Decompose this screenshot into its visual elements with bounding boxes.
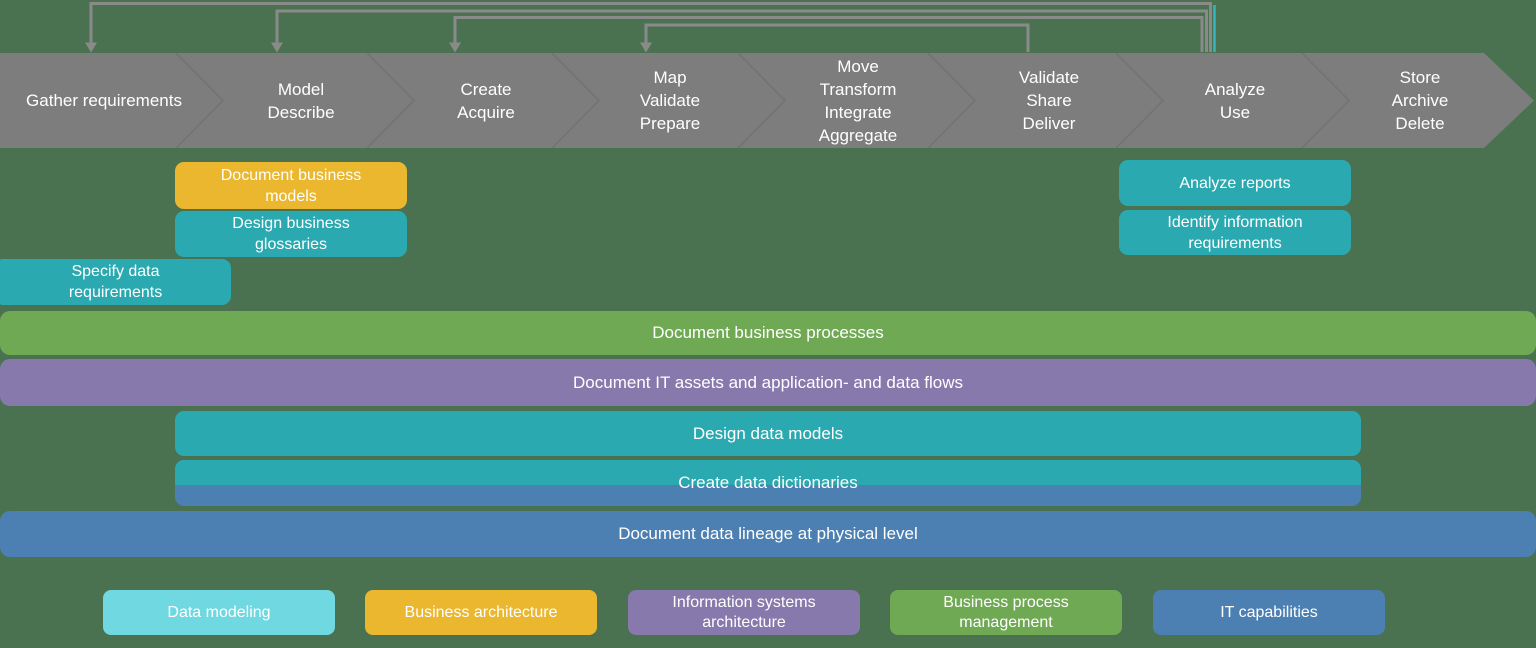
activity-document-business-models: Document business models xyxy=(175,162,407,209)
legend-information-systems-architecture: Information systems architecture xyxy=(628,590,860,635)
chevron-stage-map-validate-prepare: Map Validate Prepare xyxy=(639,68,701,133)
arrow-analyze-to-model xyxy=(275,9,1208,52)
legend-it-capabilities: IT capabilities xyxy=(1153,590,1385,635)
arrow-analyze-to-gather xyxy=(89,2,1212,52)
band-create-data-dictionaries: Create data dictionaries xyxy=(175,460,1361,506)
create-data-dictionaries-teal-top xyxy=(175,460,1361,485)
legend-business-architecture: Business architecture xyxy=(365,590,597,635)
arrowhead-map xyxy=(640,42,652,53)
band-document-data-lineage: Document data lineage at physical level xyxy=(0,511,1536,557)
chevron-stage-validate-share-deliver: Validate Share Deliver xyxy=(1018,68,1080,133)
arrowhead-gather xyxy=(85,42,97,53)
process-chevron-band xyxy=(0,53,1534,148)
band-document-business-processes: Document business processes xyxy=(0,311,1536,355)
arrowhead-create xyxy=(449,42,461,53)
feedback-arrowheads xyxy=(85,42,652,53)
chevron-stage-create-acquire: Create Acquire xyxy=(457,79,515,122)
chevron-separators xyxy=(175,52,1351,149)
arrow-validate-to-map xyxy=(644,23,1030,52)
chevron-stage-analyze-use: Analyze Use xyxy=(1204,79,1266,122)
arrowhead-model xyxy=(271,42,283,53)
legend-business-process-management: Business process management xyxy=(890,590,1122,635)
feedback-arrows xyxy=(89,2,1212,52)
activity-identify-information-requirements: Identify information requirements xyxy=(1119,210,1351,255)
activity-design-business-glossaries: Design business glossaries xyxy=(175,211,407,257)
chevron-stage-gather-requirements: Gather requirements xyxy=(26,91,182,110)
chevron-stage-store-archive-delete: Store Archive Delete xyxy=(1391,68,1449,133)
activity-specify-data-requirements: Specify data requirements xyxy=(0,259,231,305)
band-design-data-models: Design data models xyxy=(175,411,1361,456)
band-document-it-assets: Document IT assets and application- and … xyxy=(0,359,1536,406)
legend-data-modeling: Data modeling xyxy=(103,590,335,635)
chevron-stage-move-transform-integrate-aggregate: Move Transform Integrate Aggregate xyxy=(818,56,898,145)
activity-analyze-reports: Analyze reports xyxy=(1119,160,1351,206)
arrow-analyze-to-create xyxy=(453,16,1204,52)
chevron-stage-model-describe: Model Describe xyxy=(267,79,335,122)
band-create-data-dictionaries-label: Create data dictionaries xyxy=(678,473,858,492)
